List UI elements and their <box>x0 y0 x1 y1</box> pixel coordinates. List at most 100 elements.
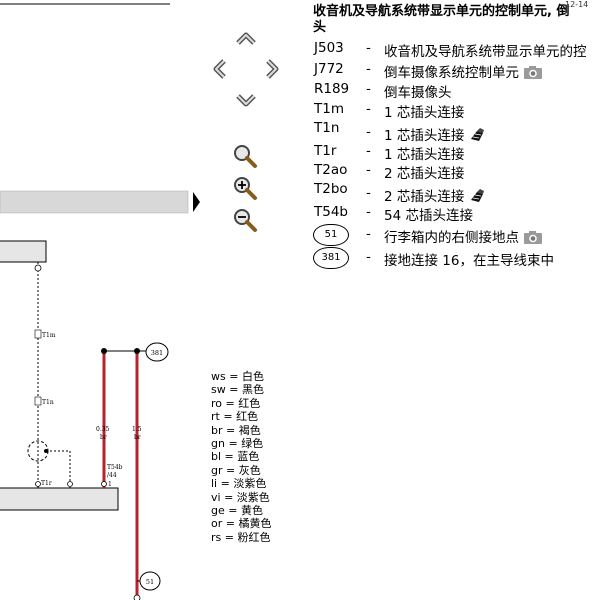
page-bar <box>0 190 189 214</box>
color-abbr: bl <box>211 450 222 464</box>
color-row: ws = 白色 <box>211 370 271 383</box>
legend-desc-wrap: 1 芯插头连接 <box>384 124 486 147</box>
page-corner-number: 12-14 <box>565 0 589 9</box>
legend-desc: 2 芯插头连接 <box>384 189 465 205</box>
legend-dash: - <box>366 226 371 242</box>
color-sep: = <box>229 370 239 383</box>
color-row: rs = 粉红色 <box>211 531 271 544</box>
page-title-line1: 收音机及导航系统带显示单元的控制单元, 倒 <box>313 4 570 19</box>
legend-code: T1m <box>314 101 344 117</box>
zoom-in-button[interactable] <box>231 174 259 202</box>
connector-t1r-label: T1r <box>41 480 52 487</box>
camera-icon[interactable] <box>523 65 543 84</box>
legend-desc: 行李箱内的右侧接地点 <box>384 230 519 246</box>
color-name: 黄色 <box>240 504 263 518</box>
color-row: sw = 黑色 <box>211 383 271 396</box>
legend-code: T1n <box>314 120 340 136</box>
t54b-pin-number: 1 <box>108 481 112 488</box>
legend-desc: 倒车摄像头 <box>384 85 452 101</box>
color-abbr: sw <box>211 383 226 397</box>
page-next-arrow[interactable] <box>193 192 200 212</box>
color-sep: = <box>226 463 236 477</box>
color-name: 粉红色 <box>237 530 271 544</box>
color-abbr: vi <box>211 490 221 504</box>
color-name: 灰色 <box>238 463 261 477</box>
color-sep: = <box>229 383 239 397</box>
color-sep: = <box>225 396 235 410</box>
color-row: rt = 红色 <box>211 410 271 423</box>
legend-dash: - <box>366 40 371 56</box>
pan-right-button[interactable] <box>258 55 286 83</box>
component-box-upper <box>0 240 47 263</box>
color-row: or = 橘黄色 <box>211 517 271 530</box>
color-name: 白色 <box>241 370 264 383</box>
ground-51-label: 51 <box>146 578 154 586</box>
connector-t1n-marker <box>34 396 42 406</box>
color-name: 红色 <box>236 410 259 424</box>
legend-code: J772 <box>314 61 344 77</box>
legend-dash: - <box>366 162 371 178</box>
legend-desc-wrap: 倒车摄像系统控制单元 <box>384 61 543 84</box>
color-abbr: ge <box>211 504 225 518</box>
connector-icon[interactable] <box>468 127 486 147</box>
color-abbr: rt <box>211 410 220 424</box>
zoom-fit-button[interactable] <box>231 142 259 170</box>
color-name: 蓝色 <box>237 450 260 464</box>
color-abbr: gn <box>211 437 225 451</box>
color-sep: = <box>228 504 238 518</box>
color-sep: = <box>220 477 230 491</box>
junction-dot-left <box>101 348 107 354</box>
t54b-terminal <box>101 481 107 487</box>
color-name: 淡紫色 <box>236 490 270 504</box>
color-name: 褐色 <box>238 423 261 437</box>
color-abbr: li <box>211 477 218 491</box>
color-sep: = <box>228 437 238 451</box>
color-row: ro = 红色 <box>211 397 271 410</box>
legend-code: T2bo <box>314 181 348 197</box>
color-row: ge = 黄色 <box>211 504 271 517</box>
color-name: 绿色 <box>241 437 264 451</box>
legend-desc-wrap: 2 芯插头连接 <box>384 185 486 208</box>
legend-dash: - <box>366 124 371 140</box>
wire-1-color: br <box>100 434 107 441</box>
color-abbr: br <box>211 423 223 437</box>
color-abbr: ro <box>211 396 223 410</box>
ground-point-badge: 381 <box>313 247 349 269</box>
color-sep: = <box>224 450 234 464</box>
legend-code: J503 <box>314 40 344 56</box>
color-row: bl = 蓝色 <box>211 450 271 463</box>
color-row: gr = 灰色 <box>211 464 271 477</box>
color-name: 淡紫色 <box>233 477 267 491</box>
wire-2-bottom-terminal <box>133 594 141 600</box>
wire-2-size: 1.5 <box>132 426 142 433</box>
wire-color-legend: ws = 白色 sw = 黑色 ro = 红色 rt = 红色 br = 褐色 … <box>211 370 271 544</box>
color-row: vi = 淡紫色 <box>211 491 271 504</box>
pan-down-button[interactable] <box>232 86 260 114</box>
connector-t54b-label: T54b <box>107 464 123 471</box>
legend-desc: 收音机及导航系统带显示单元的控 <box>384 44 587 60</box>
connector-t1n-label: T1n <box>42 399 54 406</box>
wire-terminal-top <box>34 264 42 272</box>
legend-code: T2ao <box>314 162 348 178</box>
legend-code: T1r <box>314 143 337 159</box>
legend-desc: 接地连接 16，在主导线束中 <box>384 253 554 269</box>
legend-dash: - <box>366 143 371 159</box>
legend-dash: - <box>366 185 371 201</box>
legend-dash: - <box>366 61 371 77</box>
color-row: gn = 绿色 <box>211 437 271 450</box>
legend-dash: - <box>366 204 371 220</box>
page-title-line2: 头 <box>313 20 327 35</box>
camera-icon[interactable] <box>523 230 543 249</box>
color-abbr: rs <box>211 530 222 544</box>
ground-381-label: 381 <box>151 349 163 357</box>
pan-up-button[interactable] <box>232 25 260 53</box>
wire-2-color: br <box>134 434 141 441</box>
zoom-out-button[interactable] <box>231 206 259 234</box>
color-name: 橘黄色 <box>238 517 272 531</box>
connector-t1m-label: T1m <box>42 332 56 339</box>
connector-icon[interactable] <box>468 188 486 208</box>
ground-51-circle <box>139 571 161 591</box>
branch-terminal <box>67 481 73 487</box>
pan-left-button[interactable] <box>206 55 234 83</box>
